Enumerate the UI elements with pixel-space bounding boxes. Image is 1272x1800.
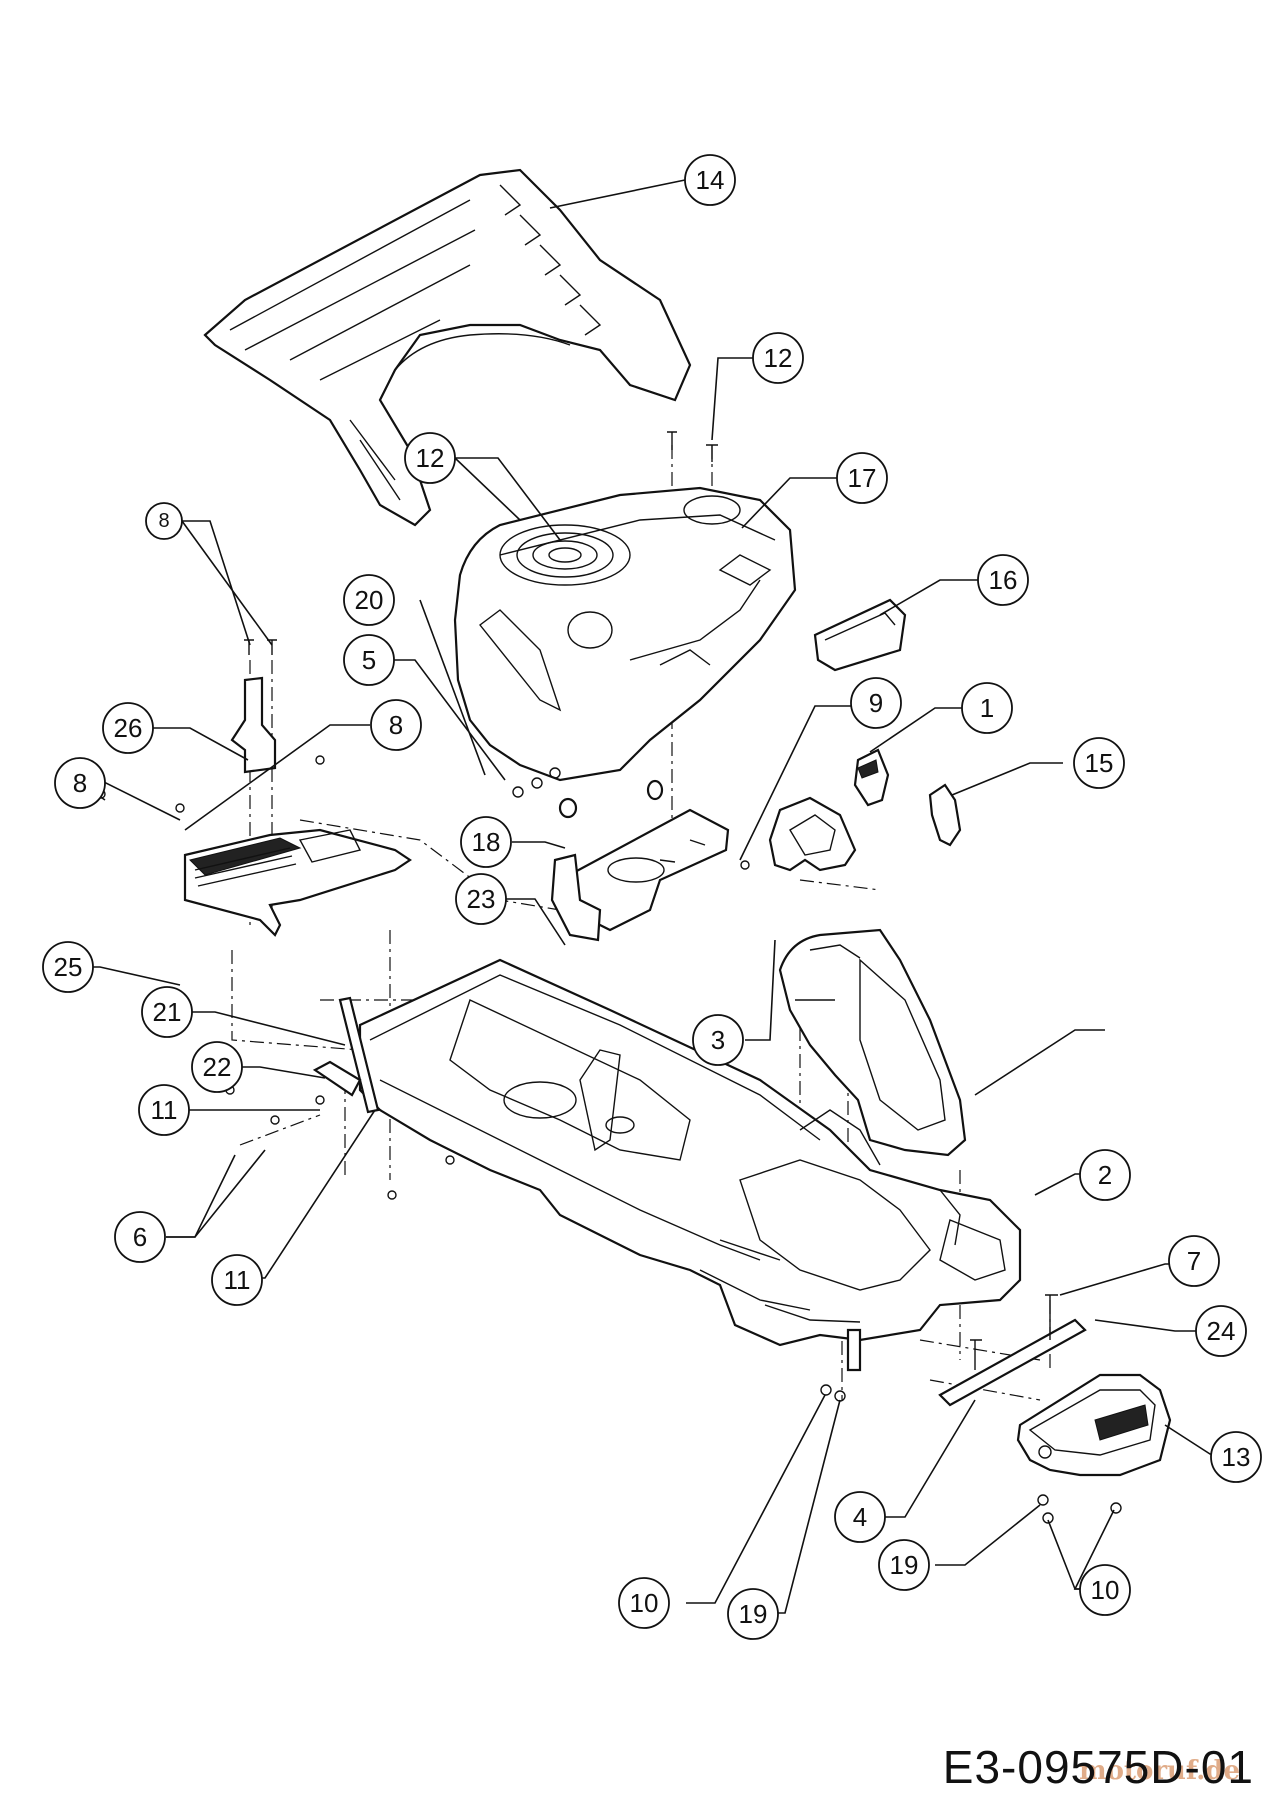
svg-text:25: 25 bbox=[54, 952, 83, 982]
callout-19-left: 19 bbox=[727, 1588, 779, 1640]
svg-text:23: 23 bbox=[467, 884, 496, 914]
callout-11-lower: 11 bbox=[211, 1254, 263, 1306]
part-hardware-misc bbox=[96, 755, 1122, 1524]
svg-text:4: 4 bbox=[853, 1502, 867, 1532]
callout-18: 18 bbox=[460, 816, 512, 868]
diagram-code: E3-09575D-01 bbox=[942, 1741, 1254, 1793]
part-bumper-bracket bbox=[938, 1294, 1087, 1407]
part-rear-shroud bbox=[203, 168, 692, 527]
svg-text:10: 10 bbox=[630, 1588, 659, 1618]
svg-text:8: 8 bbox=[73, 768, 87, 798]
callout-8-upper: 8 bbox=[145, 502, 183, 540]
callout-8-left: 8 bbox=[54, 757, 106, 809]
watermark-logo: motoruf.de bbox=[1079, 1756, 1240, 1786]
svg-text:17: 17 bbox=[848, 463, 877, 493]
svg-text:7: 7 bbox=[1187, 1246, 1201, 1276]
svg-text:2: 2 bbox=[1098, 1160, 1112, 1190]
part-grille-cover bbox=[183, 828, 412, 937]
callout-10-left: 10 bbox=[618, 1577, 670, 1629]
svg-text:24: 24 bbox=[1207, 1316, 1236, 1346]
callout-3: 3 bbox=[692, 1014, 744, 1066]
callout-23: 23 bbox=[455, 873, 507, 925]
svg-text:14: 14 bbox=[696, 165, 725, 195]
part-gauge bbox=[853, 748, 890, 807]
part-column-cover bbox=[768, 796, 857, 872]
svg-text:12: 12 bbox=[764, 343, 793, 373]
svg-text:22: 22 bbox=[203, 1052, 232, 1082]
callout-1: 1 bbox=[961, 682, 1013, 734]
svg-text:20: 20 bbox=[355, 585, 384, 615]
svg-text:16: 16 bbox=[989, 565, 1018, 595]
callout-9: 9 bbox=[850, 677, 902, 729]
part-front-bumper bbox=[1016, 1373, 1172, 1477]
part-bracket-23 bbox=[550, 853, 602, 942]
svg-text:9: 9 bbox=[869, 688, 883, 718]
part-main-frame bbox=[358, 958, 1022, 1372]
svg-text:11: 11 bbox=[151, 1095, 178, 1125]
callout-11-left: 11 bbox=[138, 1084, 190, 1136]
callout-12-top: 12 bbox=[752, 332, 804, 384]
callout-20: 20 bbox=[343, 574, 395, 626]
callout-14: 14 bbox=[684, 154, 736, 206]
callout-17: 17 bbox=[836, 452, 888, 504]
part-bracket-26 bbox=[230, 676, 277, 774]
svg-text:3: 3 bbox=[711, 1025, 725, 1055]
callout-5: 5 bbox=[343, 634, 395, 686]
svg-text:19: 19 bbox=[739, 1599, 768, 1629]
part-front-hood bbox=[778, 928, 967, 1157]
callout-13: 13 bbox=[1210, 1431, 1262, 1483]
callout-10-right: 10 bbox=[1079, 1564, 1131, 1616]
svg-text:8: 8 bbox=[158, 510, 169, 532]
svg-text:11: 11 bbox=[224, 1265, 251, 1295]
svg-text:5: 5 bbox=[362, 645, 376, 675]
part-seat-mount bbox=[558, 779, 730, 932]
svg-text:19: 19 bbox=[890, 1550, 919, 1580]
callout-16: 16 bbox=[977, 554, 1029, 606]
callout-19-right: 19 bbox=[878, 1539, 930, 1591]
callout-21: 21 bbox=[141, 986, 193, 1038]
svg-text:1: 1 bbox=[980, 693, 994, 723]
callout-25: 25 bbox=[42, 941, 94, 993]
svg-text:10: 10 bbox=[1091, 1575, 1120, 1605]
part-trim-strip bbox=[813, 598, 907, 672]
callout-6: 6 bbox=[114, 1211, 166, 1263]
callout-24: 24 bbox=[1195, 1305, 1247, 1357]
callout-2: 2 bbox=[1079, 1149, 1131, 1201]
callout-12-left: 12 bbox=[404, 432, 456, 484]
part-fender-housing bbox=[453, 486, 797, 782]
svg-text:6: 6 bbox=[133, 1222, 147, 1252]
callout-26: 26 bbox=[102, 702, 154, 754]
svg-text:18: 18 bbox=[472, 827, 501, 857]
callout-22: 22 bbox=[191, 1041, 243, 1093]
callout-15: 15 bbox=[1073, 737, 1125, 789]
svg-text:21: 21 bbox=[153, 997, 182, 1027]
callout-4: 4 bbox=[834, 1491, 886, 1543]
svg-text:13: 13 bbox=[1222, 1442, 1251, 1472]
part-linkage bbox=[312, 996, 380, 1114]
part-knob bbox=[928, 783, 962, 847]
callout-8-right: 8 bbox=[370, 699, 422, 751]
svg-text:15: 15 bbox=[1085, 748, 1114, 778]
callout-7: 7 bbox=[1168, 1235, 1220, 1287]
svg-text:8: 8 bbox=[389, 710, 403, 740]
svg-text:12: 12 bbox=[416, 443, 445, 473]
svg-text:26: 26 bbox=[114, 713, 143, 743]
